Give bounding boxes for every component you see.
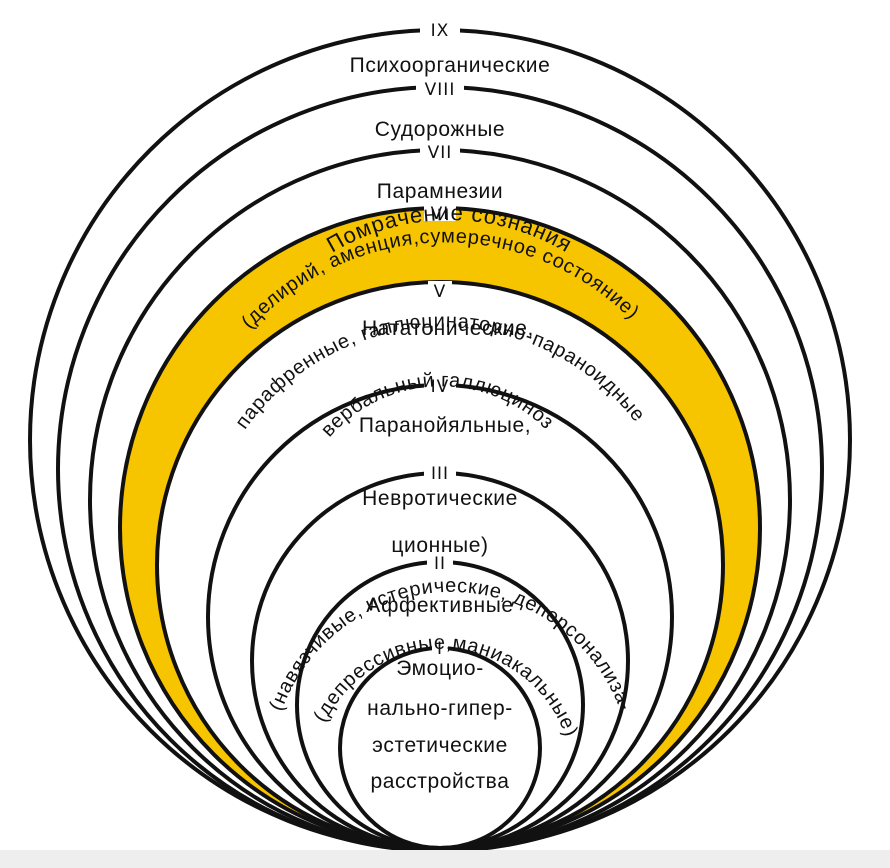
label-iii-title: Невротические (362, 487, 518, 510)
numeral-vi: VI (431, 204, 450, 224)
numeral-iii: III (431, 464, 449, 484)
numeral-iv-group: IV (424, 376, 456, 397)
numeral-ix-group: IX (420, 20, 460, 41)
label-i-line-1: Эмоцио- (396, 657, 484, 680)
label-i-line-4: расстройства (371, 770, 510, 793)
label-iii-continuation: ционные) (391, 534, 488, 557)
label-i-line-2: нально-гипер- (367, 697, 513, 720)
numeral-v-group: V (428, 281, 452, 302)
numeral-iv: IV (431, 377, 450, 397)
numeral-iii-group: III (424, 463, 456, 484)
label-iv-title: Паранойяльные, (359, 414, 531, 437)
numeral-ix: IX (431, 21, 450, 41)
numeral-ii: II (434, 554, 446, 574)
numeral-viii: VIII (425, 80, 456, 100)
label-ix: Психоорганические (350, 54, 551, 77)
numeral-viii-group: VIII (416, 79, 464, 100)
numeral-i: I (437, 639, 443, 659)
numeral-vii-group: VII (420, 142, 460, 163)
numeral-vi-group: VI (424, 203, 456, 224)
numeral-vii: VII (428, 143, 453, 163)
label-ii-title: Аффективные (366, 594, 513, 617)
bottom-edge-bar (0, 850, 890, 868)
numeral-i-group: I (432, 638, 448, 659)
label-i-line-3: эстетические (372, 734, 508, 757)
numeral-ii-group: II (427, 553, 453, 574)
numeral-v: V (434, 282, 447, 302)
label-vii: Парамнезии (377, 180, 503, 203)
label-viii: Судорожные (375, 118, 505, 141)
label-v-title: Натат​онические, (362, 317, 534, 340)
